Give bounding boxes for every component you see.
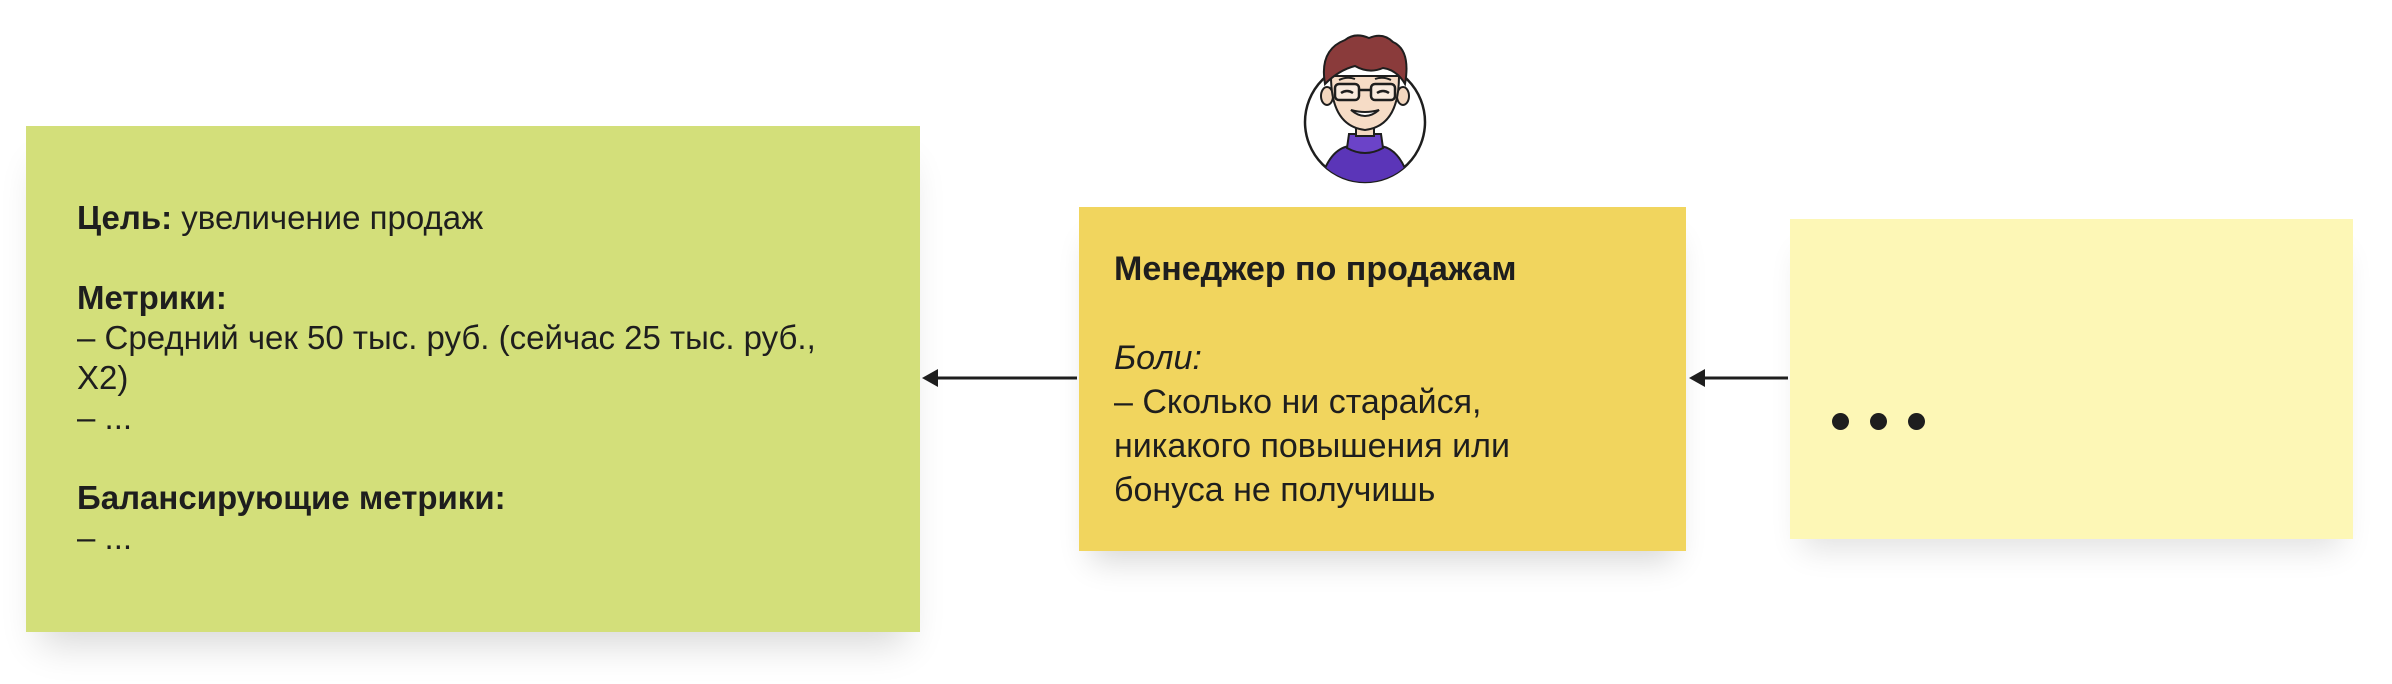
arrow-persona-to-goal[interactable] <box>922 369 1077 387</box>
arrowhead-icon <box>1689 369 1705 387</box>
metrics-line: – Средний чек 50 тыс. руб. (сейчас 25 ты… <box>77 319 816 356</box>
persona-sticky-note[interactable]: Менеджер по продажам Боли: – Сколько ни … <box>1079 207 1686 551</box>
placeholder-sticky-note[interactable] <box>1790 219 2353 539</box>
pains-line: – Сколько ни старайся, <box>1114 383 1482 421</box>
pains-label: Боли: <box>1114 339 1202 377</box>
metrics-label: Метрики: <box>77 279 227 316</box>
balancing-metrics-label: Балансирующие метрики: <box>77 479 506 516</box>
goal-line: Цель: увеличение продаж <box>77 198 870 238</box>
metrics-line: X2) <box>77 359 129 396</box>
balancing-metrics-line: – ... <box>77 519 133 556</box>
arrowhead-icon <box>922 369 938 387</box>
metrics-line: – ... <box>77 399 133 436</box>
arrow-placeholder-to-persona[interactable] <box>1689 369 1788 387</box>
dot <box>1908 413 1925 430</box>
persona-title: Менеджер по продажам <box>1114 250 1517 288</box>
dot <box>1870 413 1887 430</box>
persona-avatar-icon[interactable] <box>1299 30 1431 188</box>
dot <box>1832 413 1849 430</box>
goal-sticky-note[interactable]: Цель: увеличение продаж Метрики: – Средн… <box>26 126 920 632</box>
goal-label: Цель: <box>77 199 173 236</box>
goal-value: увеличение продаж <box>172 199 484 236</box>
ellipsis-dots <box>1832 401 1946 430</box>
pains-line: никакого повышения или <box>1114 427 1510 465</box>
pains-line: бонуса не получишь <box>1114 471 1436 509</box>
